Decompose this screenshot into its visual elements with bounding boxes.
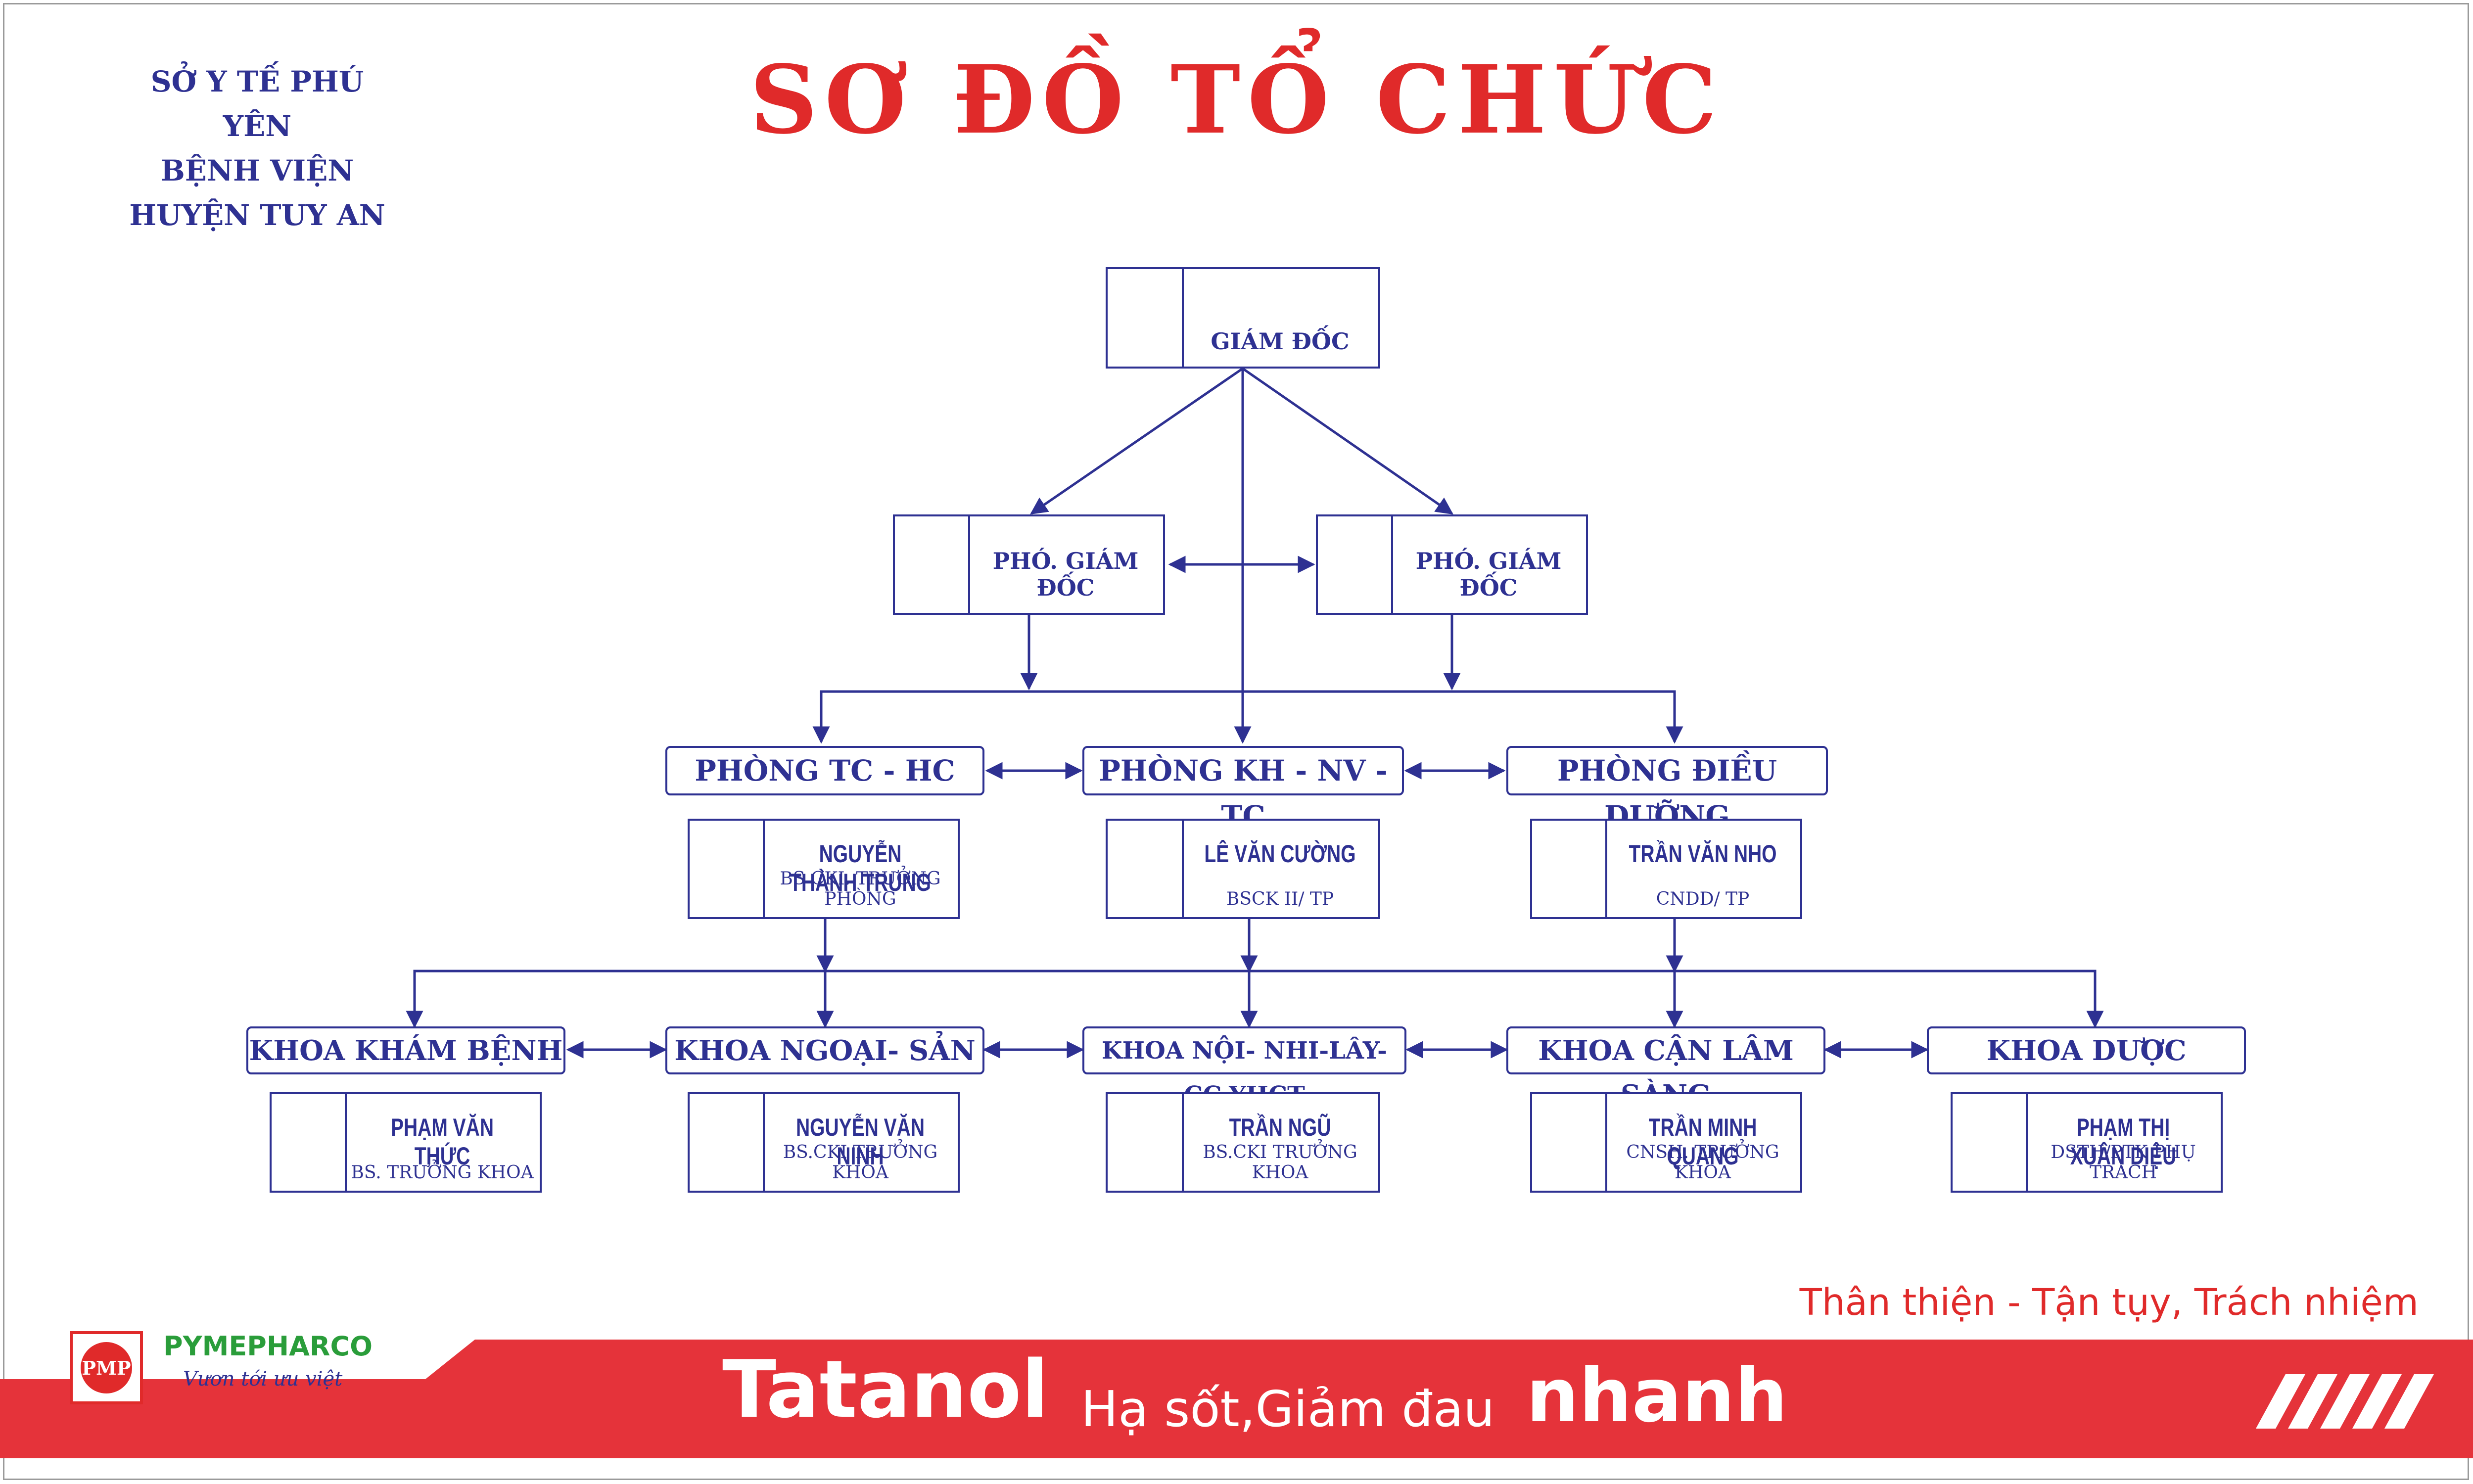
office-head-3-title: CNDD/ TP bbox=[1656, 889, 1750, 909]
dept-head-3: TRẦN NGŨ BS.CKI TRƯỞNG KHOA bbox=[1106, 1092, 1380, 1193]
dept-head-4: TRẦN MINH QUANG CNSH. TRƯỞNG KHOA bbox=[1530, 1092, 1802, 1193]
dept-noi-nhi: KHOA NỘI- NHI-LÂY-CC-YHCT bbox=[1082, 1026, 1406, 1109]
deputy-left-box: PHÓ. GIÁM ĐỐC bbox=[893, 514, 1165, 615]
dept-head-4-name: TRẦN MINH QUANG bbox=[1648, 1113, 1757, 1170]
office-head-3-name: TRẦN VĂN NHO bbox=[1629, 840, 1777, 868]
pmp-logo-icon: PMP bbox=[70, 1331, 143, 1404]
dept-head-5-title: DSTH/PTK PHỤ TRÁCH bbox=[2051, 1142, 2196, 1183]
org-line-1: SỞ Y TẾ PHÚ YÊN bbox=[150, 65, 364, 143]
stripes-decoration bbox=[2256, 1374, 2434, 1429]
arrow-director-deputy-left bbox=[1030, 367, 1244, 515]
brand-name: Tatanol bbox=[722, 1343, 1049, 1436]
office-head-2-title: BSCK II/ TP bbox=[1226, 889, 1334, 909]
office-head-3-photo-slot bbox=[1532, 821, 1607, 917]
dept-bus bbox=[413, 970, 2097, 1026]
deputy-right-photo-slot bbox=[1318, 516, 1393, 613]
red-banner bbox=[0, 1340, 2473, 1458]
deputy-left-photo-slot bbox=[895, 516, 970, 613]
dept-head-1-name: PHẠM VĂN THỨC bbox=[390, 1113, 494, 1170]
brand-tagline-bold: nhanh bbox=[1526, 1353, 1788, 1439]
dept-kham-benh: KHOA KHÁM BỆNH bbox=[246, 1026, 565, 1074]
deputy-right-box: PHÓ. GIÁM ĐỐC bbox=[1316, 514, 1588, 615]
office-head-1-photo-slot bbox=[690, 821, 765, 917]
org-line-2: BỆNH VIỆN HUYỆN TUY AN bbox=[129, 154, 385, 232]
dept-duoc: KHOA DƯỢC bbox=[1927, 1026, 2246, 1074]
dept-ngoai-san: KHOA NGOẠI- SẢN bbox=[665, 1026, 984, 1074]
office-head-1-name: NGUYỄN THÀNH TRUNG bbox=[790, 840, 931, 896]
office-head-1: NGUYỄN THÀNH TRUNG BS CKI. TRƯỞNG PHÒNG bbox=[688, 819, 960, 919]
dept-head-1-photo-slot bbox=[272, 1094, 347, 1191]
dept-head-2-photo-slot bbox=[690, 1094, 765, 1191]
logo-tagline: Vươn tới ưu việt bbox=[183, 1368, 343, 1391]
dept-head-2-title: BS.CKI TRƯỞNG KHOA bbox=[783, 1142, 938, 1183]
organization-header: SỞ Y TẾ PHÚ YÊN BỆNH VIỆN HUYỆN TUY AN bbox=[119, 59, 396, 237]
director-photo-slot bbox=[1108, 269, 1184, 367]
office-head-2-photo-slot bbox=[1108, 821, 1184, 917]
deputy-right-label: PHÓ. GIÁM ĐỐC bbox=[1415, 548, 1562, 601]
dept-head-3-title: BS.CKI TRƯỞNG KHOA bbox=[1203, 1142, 1357, 1183]
office-head-2: LÊ VĂN CƯỜNG BSCK II/ TP bbox=[1106, 819, 1380, 919]
office-head-2-name: LÊ VĂN CƯỜNG bbox=[1204, 840, 1356, 868]
dept-head-4-title: CNSH. TRƯỞNG KHOA bbox=[1626, 1142, 1779, 1183]
dept-head-5: PHẠM THỊ XUÂN DIỆU DSTH/PTK PHỤ TRÁCH bbox=[1951, 1092, 2223, 1193]
director-box: GIÁM ĐỐC bbox=[1106, 267, 1380, 369]
dept-head-1-title: BS. TRƯỞNG KHOA bbox=[351, 1162, 534, 1183]
office-head-3: TRẦN VĂN NHO CNDD/ TP bbox=[1530, 819, 1802, 919]
office-kh-nv-tc: PHÒNG KH - NV - TC bbox=[1082, 746, 1404, 833]
svg-text:PMP: PMP bbox=[82, 1357, 131, 1379]
dept-head-2: NGUYỄN VĂN NINH BS.CKI TRƯỞNG KHOA bbox=[688, 1092, 960, 1193]
dept-can-lam-sang: KHOA CẬN LÂM SÀNG bbox=[1506, 1026, 1825, 1112]
arrow-director-deputy-right bbox=[1242, 367, 1453, 515]
office-tc-hc: PHÒNG TC - HC bbox=[665, 746, 984, 795]
page-frame bbox=[3, 3, 2469, 1480]
pymepharco-logo: PMP PYMEPHARCO Vươn tới ưu việt bbox=[69, 1326, 376, 1410]
dept-head-4-photo-slot bbox=[1532, 1094, 1607, 1191]
brand-tagline: Hạ sốt,Giảm đau bbox=[1081, 1380, 1495, 1438]
deputy-left-label: PHÓ. GIÁM ĐỐC bbox=[992, 548, 1139, 601]
logo-text: PYMEPHARCO bbox=[163, 1331, 373, 1362]
dept-head-5-photo-slot bbox=[1953, 1094, 2028, 1191]
office-dieu-duong: PHÒNG ĐIỀU DƯỠNG bbox=[1506, 746, 1828, 833]
dept-head-5-name: PHẠM THỊ XUÂN DIỆU bbox=[2070, 1113, 2177, 1170]
office-bus bbox=[820, 690, 1676, 742]
dept-head-2-name: NGUYỄN VĂN NINH bbox=[795, 1113, 925, 1170]
dept-head-3-name: TRẦN NGŨ bbox=[1229, 1113, 1331, 1141]
slogan: Thân thiện - Tận tụy, Trách nhiệm bbox=[1799, 1281, 2419, 1324]
office-head-1-title: BS CKI. TRƯỞNG PHÒNG bbox=[780, 869, 941, 909]
chart-title: SƠ ĐỒ TỔ CHỨC bbox=[749, 45, 1724, 155]
dept-head-1: PHẠM VĂN THỨC BS. TRƯỞNG KHOA bbox=[270, 1092, 542, 1193]
dept-head-3-photo-slot bbox=[1108, 1094, 1184, 1191]
director-label: GIÁM ĐỐC bbox=[1211, 328, 1350, 355]
